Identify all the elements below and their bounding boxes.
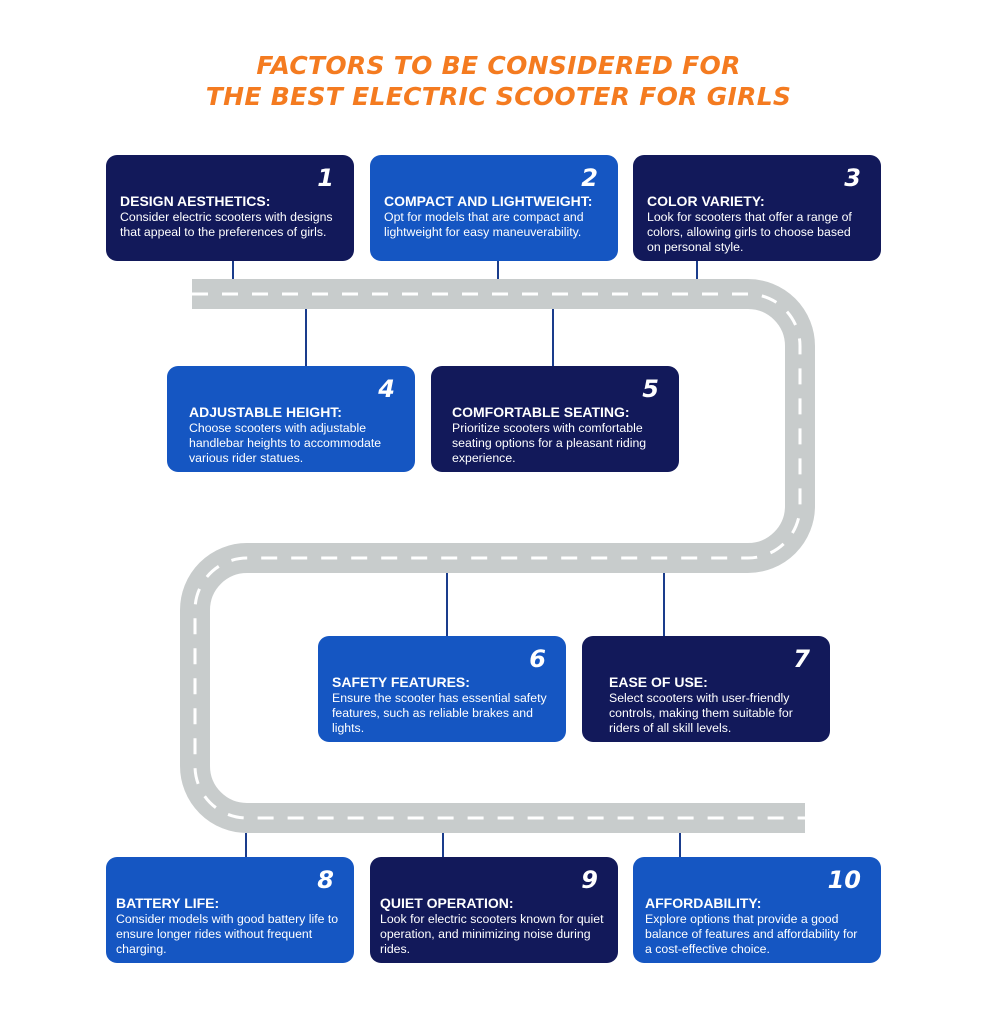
factor-number: 6 <box>529 645 546 673</box>
factor-heading: EASE OF USE: <box>609 674 708 690</box>
factor-heading: DESIGN AESTHETICS: <box>120 193 271 209</box>
factor-heading: BATTERY LIFE: <box>116 895 220 911</box>
factor-number: 8 <box>317 866 334 894</box>
factor-card-7: 7 EASE OF USE: Select scooters with user… <box>582 636 830 742</box>
road-lane-marking <box>192 292 805 820</box>
title-line-2: THE BEST ELECTRIC SCOOTER FOR GIRLS <box>205 82 792 111</box>
factor-description: Prioritize scooters with comfortable sea… <box>452 421 647 465</box>
factor-heading: QUIET OPERATION: <box>380 895 514 911</box>
factor-heading: SAFETY FEATURES: <box>332 674 470 690</box>
factor-description: Look for electric scooters known for qui… <box>380 912 604 956</box>
infographic-title: FACTORS TO BE CONSIDERED FOR THE BEST EL… <box>0 50 997 112</box>
factor-number: 2 <box>581 164 598 192</box>
factor-card-8: 8 BATTERY LIFE: Consider models with goo… <box>106 857 354 963</box>
factor-description: Consider models with good battery life t… <box>116 912 339 956</box>
factor-card-4: 4 ADJUSTABLE HEIGHT: Choose scooters wit… <box>167 366 415 472</box>
factor-card-1: 1 DESIGN AESTHETICS: Consider electric s… <box>106 155 354 261</box>
factor-heading: AFFORDABILITY: <box>645 895 762 911</box>
factor-number: 9 <box>581 866 598 894</box>
factor-description: Opt for models that are compact and ligh… <box>384 210 584 239</box>
factor-card-9: 9 QUIET OPERATION: Look for electric sco… <box>370 857 618 963</box>
factor-heading: COMFORTABLE SEATING: <box>452 404 630 420</box>
factor-card-6: 6 SAFETY FEATURES: Ensure the scooter ha… <box>318 636 566 742</box>
factor-heading: COLOR VARIETY: <box>647 193 765 209</box>
factor-heading: ADJUSTABLE HEIGHT: <box>189 404 342 420</box>
factor-number: 10 <box>827 866 861 894</box>
factor-description: Look for scooters that offer a range of … <box>647 210 852 254</box>
factor-card-3: 3 COLOR VARIETY: Look for scooters that … <box>633 155 881 261</box>
factor-card-2: 2 COMPACT AND LIGHTWEIGHT: Opt for model… <box>370 155 618 261</box>
factor-card-5: 5 COMFORTABLE SEATING: Prioritize scoote… <box>431 366 679 472</box>
factor-number: 7 <box>793 645 810 673</box>
factor-card-10: 10 AFFORDABILITY: Explore options that p… <box>633 857 881 963</box>
title-line-1: FACTORS TO BE CONSIDERED FOR <box>256 51 741 80</box>
factor-number: 5 <box>642 375 659 403</box>
connector-lines <box>232 260 698 858</box>
factor-description: Consider electric scooters with designs … <box>120 210 333 239</box>
factor-number: 4 <box>378 375 395 403</box>
factor-number: 3 <box>844 164 861 192</box>
factor-description: Select scooters with user-friendly contr… <box>609 691 793 735</box>
factor-heading: COMPACT AND LIGHTWEIGHT: <box>384 193 593 209</box>
factor-description: Choose scooters with adjustable handleba… <box>189 421 382 465</box>
factor-description: Explore options that provide a good bala… <box>645 912 858 956</box>
factor-number: 1 <box>317 164 334 192</box>
factor-description: Ensure the scooter has essential safety … <box>332 691 547 735</box>
